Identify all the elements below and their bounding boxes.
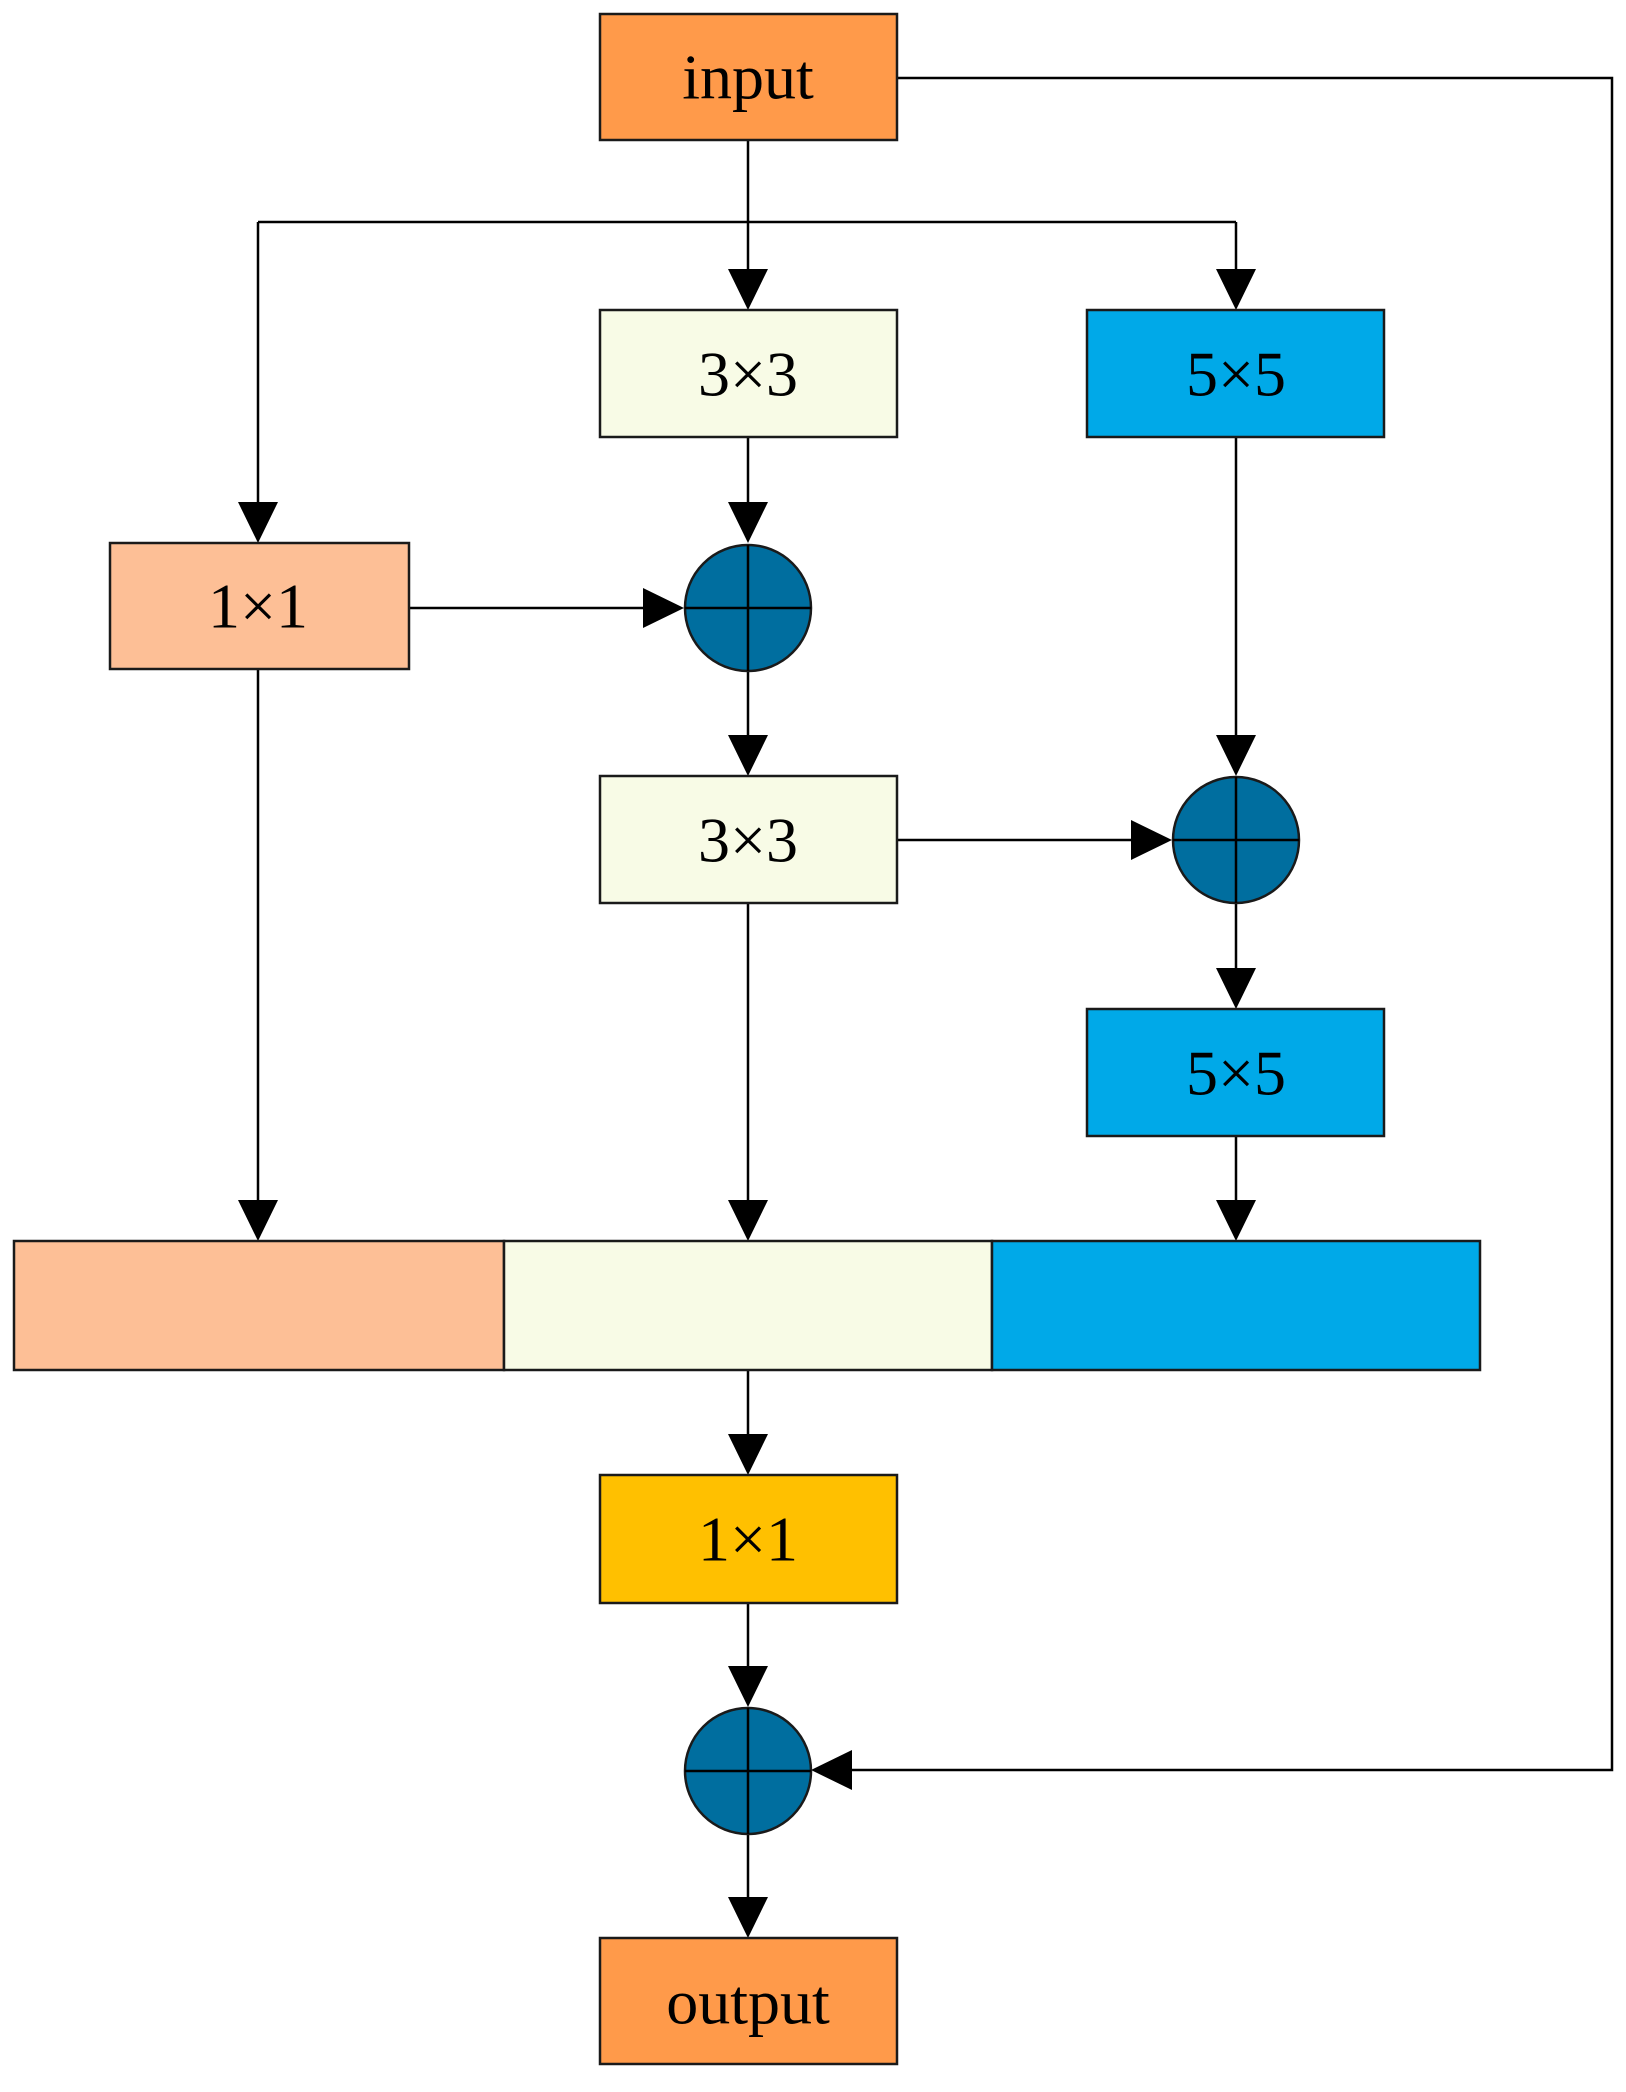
edge-skip-connection xyxy=(845,76,1614,1772)
conv3x3-b-box xyxy=(598,774,899,905)
arrowhead-icon xyxy=(728,269,768,310)
fuse1x1-node: 1×1 xyxy=(598,1473,899,1605)
arrowhead-icon xyxy=(728,1200,768,1241)
input-node: input xyxy=(598,12,899,142)
conv5x5-b-box xyxy=(1085,1007,1386,1138)
conv5x5-a-node: 5×5 xyxy=(1085,308,1386,439)
conv3x3-b-node: 3×3 xyxy=(598,774,899,905)
arrowhead-icon xyxy=(1131,820,1172,860)
arrowhead-icon xyxy=(1216,1200,1256,1241)
output-node: output xyxy=(598,1936,899,2066)
conv3x3-a-node: 3×3 xyxy=(598,308,899,439)
arrowhead-icon xyxy=(238,1200,278,1241)
conv5x5-a-box xyxy=(1085,308,1386,439)
conv5x5-b-node: 5×5 xyxy=(1085,1007,1386,1138)
fuse1x1-label: 1×1 xyxy=(698,1504,798,1575)
conv3x3-a-label: 3×3 xyxy=(698,339,798,410)
arrowhead-icon xyxy=(728,735,768,776)
arrowhead-icon xyxy=(728,502,768,543)
arrowhead-icon xyxy=(1216,269,1256,310)
arrowhead-icon xyxy=(238,502,278,543)
conv1x1-a-label: 1×1 xyxy=(208,571,308,642)
output-label: output xyxy=(666,1967,830,2038)
adder-1 xyxy=(683,543,813,673)
arrowheads xyxy=(238,269,1256,1938)
connections xyxy=(256,76,1614,1903)
output-box xyxy=(598,1936,899,2066)
arrowhead-icon xyxy=(643,588,684,628)
conv5x5-b-label: 5×5 xyxy=(1186,1038,1286,1109)
concat-segment-1x1 xyxy=(12,1239,506,1372)
conv3x3-b-label: 3×3 xyxy=(698,805,798,876)
concat-segment-5x5 xyxy=(990,1239,1482,1372)
concat-bar xyxy=(12,1239,1482,1372)
conv3x3-a-box xyxy=(598,308,899,439)
arrowhead-icon xyxy=(728,1897,768,1938)
conv5x5-a-label: 5×5 xyxy=(1186,339,1286,410)
adder-2 xyxy=(1171,775,1301,905)
fuse1x1-box xyxy=(598,1473,899,1605)
arrowhead-icon xyxy=(728,1666,768,1707)
adder-3 xyxy=(683,1706,813,1836)
conv1x1-a-box xyxy=(108,541,411,671)
conv1x1-a-node: 1×1 xyxy=(108,541,411,671)
concat-segment-3x3 xyxy=(502,1239,994,1372)
arrowhead-icon xyxy=(1216,968,1256,1009)
arrowhead-icon xyxy=(1216,735,1256,776)
arrowhead-icon xyxy=(728,1434,768,1475)
input-box xyxy=(598,12,899,142)
input-label: input xyxy=(682,42,814,113)
arrowhead-icon xyxy=(811,1750,852,1790)
